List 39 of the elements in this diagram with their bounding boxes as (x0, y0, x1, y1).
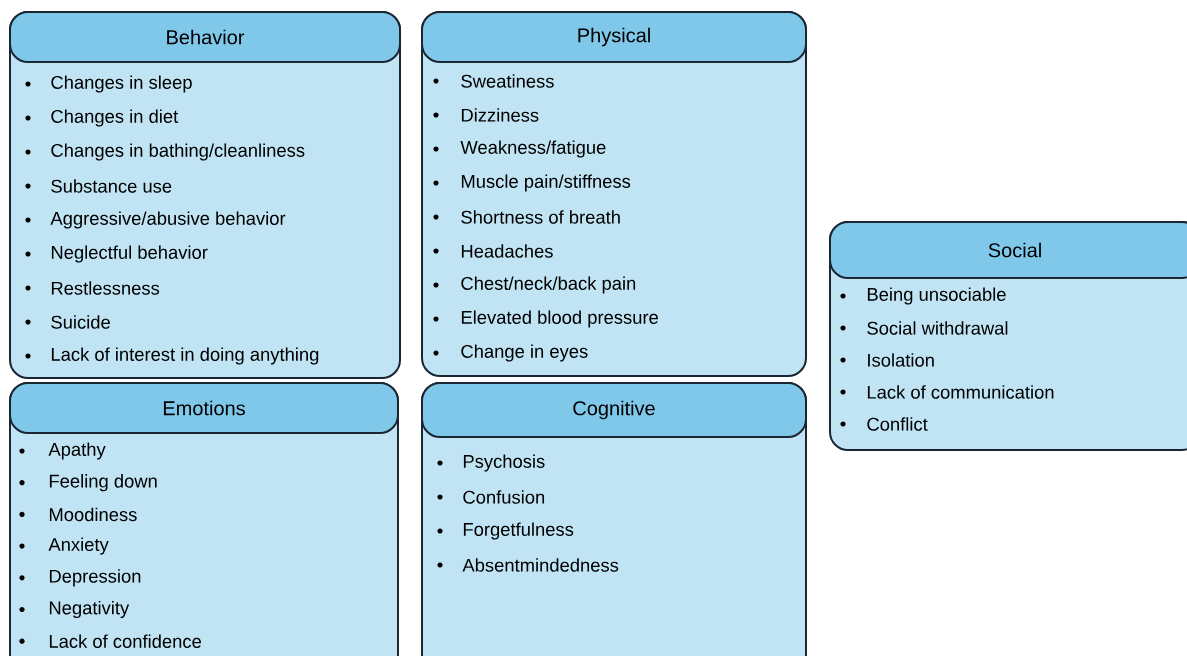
list-item: Elevated blood pressure (461, 310, 658, 328)
list-item: Being unsociable (867, 287, 1006, 305)
list-item: Moodiness (49, 507, 137, 522)
list-item: Weakness/fatigue (460, 140, 606, 158)
list-item: Lack of confidence (49, 634, 201, 648)
list-item: Neglectful behavior (51, 245, 208, 263)
list-item: Suicide (51, 315, 110, 329)
card-header: Physical (421, 11, 807, 63)
list-item: Feeling down (49, 474, 157, 492)
list-item: Muscle pain/stiffness (461, 174, 631, 192)
list-item: Psychosis (463, 454, 545, 472)
list-item: Headaches (461, 244, 553, 258)
list-item: Restlessness (51, 281, 160, 295)
list-item: Depression (49, 569, 141, 587)
list-item: Forgetfulness (463, 522, 574, 540)
list-item: Absentmindedness (462, 558, 619, 572)
list-item: Chest/neck/back pain (461, 276, 636, 294)
list-item: Changes in bathing/cleanliness (51, 143, 305, 161)
list-item: Aggressive/abusive behavior (50, 211, 286, 229)
list-item: Lack of communication (867, 385, 1054, 399)
list-item: Lack of interest in doing anything (51, 347, 319, 365)
list-item: Substance use (51, 179, 172, 193)
card-header: Social (829, 221, 1187, 279)
list-item: Anxiety (48, 537, 109, 555)
list-item: Conflict (867, 417, 928, 431)
list-item: Change in eyes (461, 344, 588, 362)
list-item: Changes in diet (51, 109, 179, 127)
list-item: Dizziness (461, 108, 539, 122)
list-item: Isolation (868, 353, 934, 367)
card-header: Emotions (9, 382, 399, 434)
list-item: Social withdrawal (867, 321, 1008, 335)
list-item: Confusion (463, 490, 545, 504)
list-item: Shortness of breath (461, 210, 620, 224)
card-header: Cognitive (421, 382, 807, 438)
list-item: Apathy (48, 442, 106, 460)
list-item: Changes in sleep (51, 75, 192, 93)
card-header: Behavior (9, 11, 401, 63)
list-item: Negativity (49, 600, 130, 619)
list-item: Sweatiness (461, 74, 554, 88)
